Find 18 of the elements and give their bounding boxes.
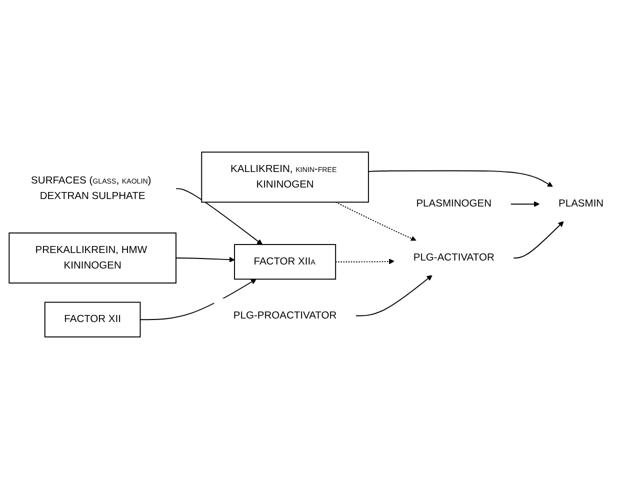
arrow (368, 170, 553, 188)
arrow (176, 257, 235, 263)
arrow (510, 202, 540, 208)
arrow (335, 259, 394, 265)
node-box: PREKALLIKREIN, HMW KININOGEN (8, 232, 176, 284)
arrow (140, 279, 256, 321)
node-box: FACTOR XII (44, 302, 141, 338)
arrow (335, 202, 416, 242)
arrow (355, 276, 432, 317)
arrow (513, 222, 564, 259)
node-box: FACTOR XIIa (234, 244, 336, 280)
node-text: PLG-ACTIVATOR (413, 252, 494, 264)
node-box: KALLIKREIN, kinin-free KININOGEN (201, 152, 369, 204)
arrow (176, 188, 262, 246)
node-text: PLG-PROACTIVATOR (233, 310, 337, 322)
node-text: PLASMIN (558, 198, 604, 210)
node-text: SURFACES (glass, kaolin) DEXTRAN SULPHATE (31, 176, 152, 202)
node-text: PLASMINOGEN (416, 198, 492, 210)
